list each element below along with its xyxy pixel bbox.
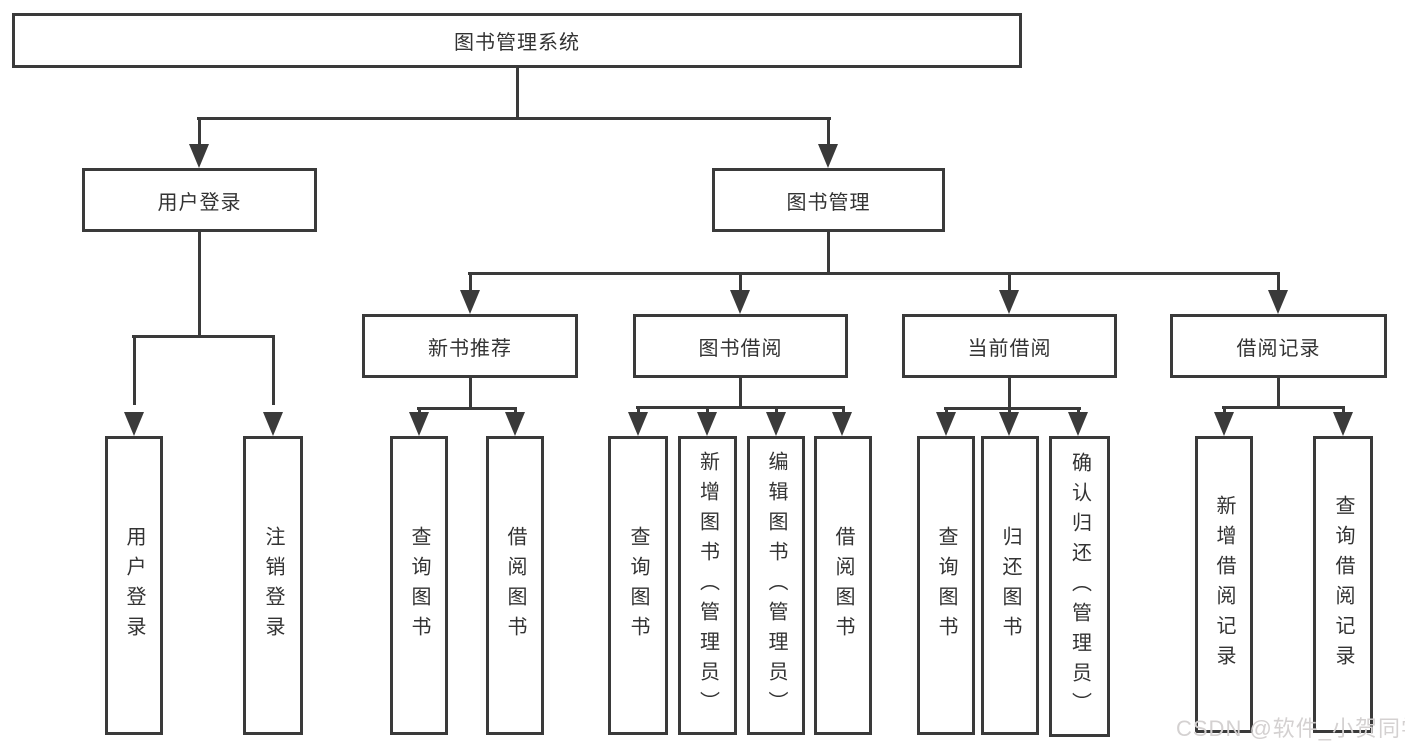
leaf-edit-books-admin: 编辑图书（管理员） bbox=[747, 436, 805, 735]
arrowhead-cur-leaf3 bbox=[1068, 412, 1088, 436]
leaf-return-books: 归还图书 bbox=[981, 436, 1039, 735]
connector-level2-hline bbox=[197, 117, 831, 120]
node-book-management: 图书管理 bbox=[712, 168, 945, 232]
leaf-add-books-admin-label: 新增图书（管理员） bbox=[696, 450, 719, 721]
leaf-query-books-recommend: 查询图书 bbox=[390, 436, 448, 735]
node-current-borrow: 当前借阅 bbox=[902, 314, 1117, 378]
node-new-book-recommend: 新书推荐 bbox=[362, 314, 578, 378]
csdn-watermark: CSDN @软件_小贺同学 bbox=[1176, 716, 1405, 741]
leaf-query-books-borrow-label: 查询图书 bbox=[627, 525, 649, 646]
node-book-borrow: 图书借阅 bbox=[633, 314, 848, 378]
arrowhead-bor-leaf4 bbox=[832, 412, 852, 436]
connector-current-stem bbox=[1008, 378, 1011, 410]
node-borrow-records: 借阅记录 bbox=[1170, 314, 1387, 378]
arrowhead-leaf-logout bbox=[263, 412, 283, 436]
connector-records-drop bbox=[1277, 272, 1280, 290]
leaf-logout-label: 注销登录 bbox=[262, 525, 284, 646]
connector-current-drop bbox=[1008, 272, 1011, 290]
arrowhead-cur-leaf1 bbox=[936, 412, 956, 436]
connector-cur-leaf1-drop bbox=[945, 407, 948, 415]
node-root: 图书管理系统 bbox=[12, 13, 1022, 68]
arrowhead-cur-leaf2 bbox=[999, 412, 1019, 436]
connector-borrow-drop bbox=[739, 272, 742, 290]
leaf-confirm-return-admin-label: 确认归还（管理员） bbox=[1068, 451, 1091, 722]
connector-book-mgmt-stem bbox=[827, 232, 830, 274]
arrowhead-leaf-login bbox=[124, 412, 144, 436]
leaf-user-login: 用户登录 bbox=[105, 436, 163, 735]
arrowhead-rec-leaf1 bbox=[409, 412, 429, 436]
connector-user-group-stem bbox=[198, 232, 201, 337]
connector-leaf-logout-drop bbox=[272, 335, 275, 405]
connector-recommend-drop bbox=[469, 272, 472, 290]
connector-bor-leaf3-drop bbox=[775, 406, 778, 414]
leaf-query-books-borrow: 查询图书 bbox=[608, 436, 668, 735]
leaf-edit-books-admin-label: 编辑图书（管理员） bbox=[765, 450, 787, 721]
connector-cur-leaf3-drop bbox=[1077, 407, 1080, 415]
connector-user-group-hline bbox=[132, 335, 275, 338]
connector-recommend-stem bbox=[469, 378, 472, 410]
leaf-confirm-return-admin: 确认归还（管理员） bbox=[1049, 436, 1110, 737]
leaf-add-books-admin: 新增图书（管理员） bbox=[678, 436, 737, 735]
leaf-query-borrow-record-label: 查询借阅记录 bbox=[1332, 494, 1354, 675]
connector-bor-leaf4-drop bbox=[842, 406, 845, 414]
connector-user-login-drop bbox=[198, 117, 201, 145]
connector-borrow-stem bbox=[739, 378, 742, 409]
leaf-add-borrow-record-label: 新增借阅记录 bbox=[1213, 494, 1235, 675]
arrowhead-user-login bbox=[189, 144, 209, 168]
connector-borrow-hline bbox=[636, 406, 844, 409]
arrowhead-records bbox=[1268, 290, 1288, 314]
connector-bor-leaf1-drop bbox=[637, 406, 640, 414]
arrowhead-current bbox=[999, 290, 1019, 314]
leaf-borrow-books-label: 借阅图书 bbox=[832, 525, 854, 646]
leaf-user-login-label: 用户登录 bbox=[123, 525, 145, 646]
connector-records-hline bbox=[1222, 406, 1345, 409]
connector-recd-leaf2-drop bbox=[1342, 406, 1345, 414]
leaf-query-books-recommend-label: 查询图书 bbox=[408, 525, 430, 646]
arrowhead-rec-leaf2 bbox=[505, 412, 525, 436]
connector-rec-leaf1-drop bbox=[418, 407, 421, 415]
leaf-borrow-books-recommend: 借阅图书 bbox=[486, 436, 544, 735]
node-user-login-group: 用户登录 bbox=[82, 168, 317, 232]
connector-book-mgmt-drop bbox=[827, 117, 830, 145]
arrowhead-recd-leaf1 bbox=[1214, 412, 1234, 436]
arrowhead-bor-leaf1 bbox=[628, 412, 648, 436]
leaf-return-books-label: 归还图书 bbox=[999, 525, 1021, 646]
connector-level3-hline bbox=[468, 272, 1280, 275]
arrowhead-borrow bbox=[730, 290, 750, 314]
arrowhead-bor-leaf3 bbox=[766, 412, 786, 436]
arrowhead-bor-leaf2 bbox=[697, 412, 717, 436]
connector-recommend-hline bbox=[417, 407, 517, 410]
leaf-add-borrow-record: 新增借阅记录 bbox=[1195, 436, 1253, 733]
connector-root-stem bbox=[516, 68, 519, 117]
connector-bor-leaf2-drop bbox=[706, 406, 709, 414]
leaf-query-books-current: 查询图书 bbox=[917, 436, 975, 735]
leaf-borrow-books-recommend-label: 借阅图书 bbox=[504, 525, 526, 646]
leaf-query-books-current-label: 查询图书 bbox=[935, 525, 957, 646]
connector-current-hline bbox=[944, 407, 1081, 410]
leaf-logout: 注销登录 bbox=[243, 436, 303, 735]
leaf-query-borrow-record: 查询借阅记录 bbox=[1313, 436, 1373, 733]
leaf-borrow-books: 借阅图书 bbox=[814, 436, 872, 735]
connector-records-stem bbox=[1277, 378, 1280, 408]
arrowhead-recd-leaf2 bbox=[1333, 412, 1353, 436]
arrowhead-recommend bbox=[460, 290, 480, 314]
arrowhead-book-mgmt bbox=[818, 144, 838, 168]
connector-leaf-login-drop bbox=[133, 335, 136, 405]
connector-rec-leaf2-drop bbox=[514, 407, 517, 415]
connector-recd-leaf1-drop bbox=[1223, 406, 1226, 414]
connector-cur-leaf2-drop bbox=[1008, 407, 1011, 415]
